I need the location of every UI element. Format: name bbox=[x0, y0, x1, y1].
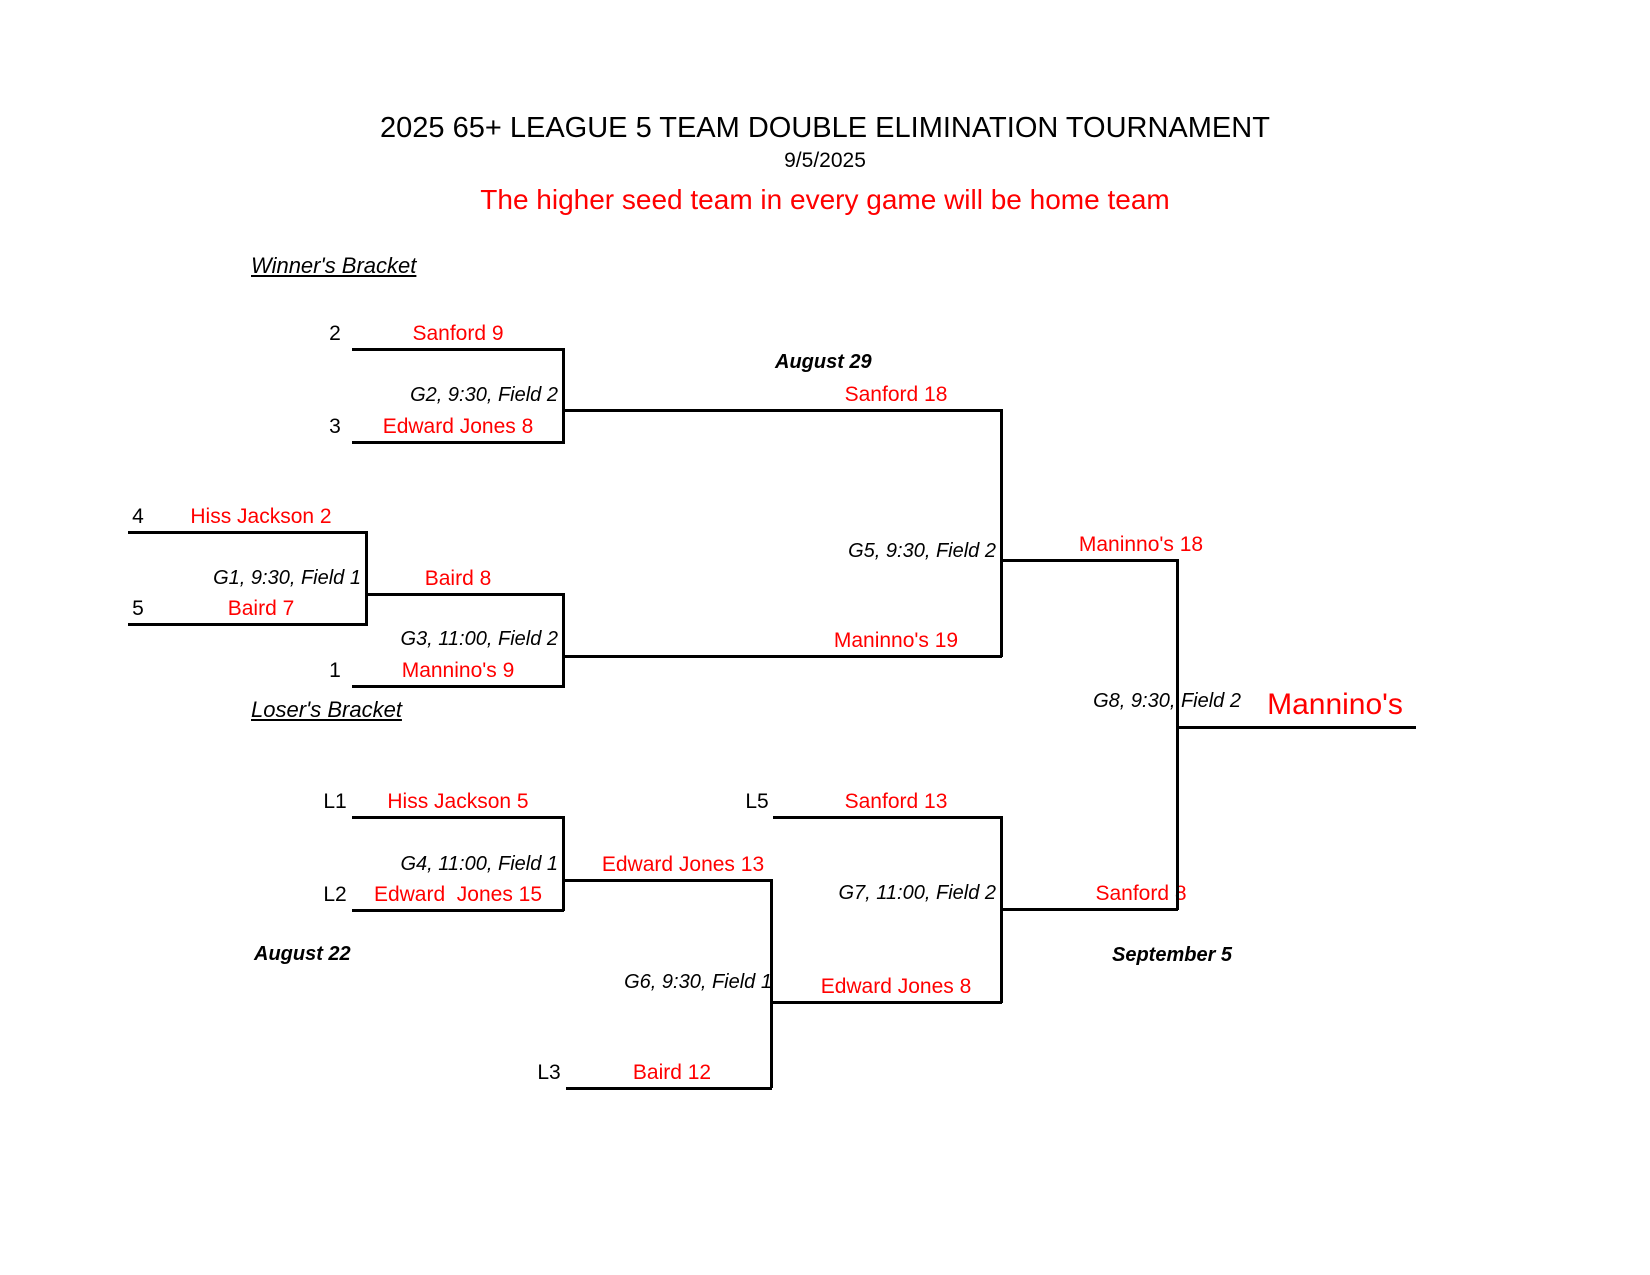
bracket-connector-g6 bbox=[770, 879, 773, 1088]
bracket-line-g4-top bbox=[352, 816, 564, 819]
team-g8-top: Maninno's 18 bbox=[1078, 533, 1204, 556]
bracket-connector-g8 bbox=[1176, 559, 1179, 910]
champion-label: Mannino's bbox=[1267, 688, 1403, 721]
team-g2-top: Sanford 9 bbox=[412, 322, 504, 345]
bracket-line-g5-top bbox=[562, 409, 1002, 412]
bracket-line-g1-bottom bbox=[128, 623, 367, 626]
game-label-g5: G5, 9:30, Field 2 bbox=[848, 540, 996, 562]
team-g6-bottom: Baird 12 bbox=[632, 1061, 712, 1084]
bracket-connector-g1 bbox=[365, 531, 368, 626]
bracket-line-g2-bottom bbox=[352, 441, 564, 444]
home-team-notice: The higher seed team in every game will … bbox=[480, 184, 1170, 215]
bracket-connector-g2 bbox=[562, 348, 565, 444]
page-title: 2025 65+ LEAGUE 5 TEAM DOUBLE ELIMINATIO… bbox=[380, 112, 1270, 144]
team-g4-top: Hiss Jackson 5 bbox=[387, 790, 529, 813]
game-label-g4: G4, 11:00, Field 1 bbox=[400, 853, 559, 875]
bracket-line-g7-top bbox=[773, 816, 1002, 819]
bracket-line-g8-top bbox=[1000, 559, 1178, 562]
bracket-connector-g4 bbox=[562, 816, 565, 911]
date-label-august-22: August 22 bbox=[254, 943, 351, 965]
bracket-line-g3-top bbox=[365, 593, 564, 596]
seed-g6-bottom: L3 bbox=[537, 1061, 561, 1084]
seed-g4-top: L1 bbox=[323, 790, 347, 813]
seed-g2-top: 2 bbox=[329, 322, 341, 345]
team-g7-bottom: Edward Jones 8 bbox=[820, 975, 972, 998]
team-g7-top: Sanford 13 bbox=[844, 790, 948, 813]
date-label-september-5: September 5 bbox=[1112, 944, 1233, 966]
bracket-connector-g3 bbox=[562, 593, 565, 688]
winners-bracket-heading: Winner's Bracket bbox=[251, 253, 417, 278]
bracket-line-g8-bottom bbox=[1000, 908, 1178, 911]
game-label-g7: G7, 11:00, Field 2 bbox=[838, 882, 997, 904]
team-g1-top: Hiss Jackson 2 bbox=[190, 505, 332, 528]
bracket-line-g1-top bbox=[128, 531, 367, 534]
tournament-date: 9/5/2025 bbox=[784, 149, 866, 172]
team-g8-bottom: Sanford 8 bbox=[1095, 882, 1187, 905]
bracket-connector-g7 bbox=[1000, 816, 1003, 1003]
game-label-g3: G3, 11:00, Field 2 bbox=[400, 628, 559, 650]
team-g4-bottom: Edward Jones 15 bbox=[373, 883, 543, 906]
team-g2-bottom: Edward Jones 8 bbox=[382, 415, 534, 438]
seed-g3-bottom: 1 bbox=[329, 659, 341, 682]
date-label-august-29: August 29 bbox=[775, 351, 872, 373]
team-g3-bottom: Mannino's 9 bbox=[401, 659, 515, 682]
seed-g1-top: 4 bbox=[132, 505, 144, 528]
bracket-line-g7-bottom bbox=[770, 1001, 1002, 1004]
team-g3-top: Baird 8 bbox=[424, 567, 492, 590]
bracket-line-g4-bottom bbox=[352, 909, 564, 912]
seed-g7-top: L5 bbox=[745, 790, 769, 813]
seed-g1-bottom: 5 bbox=[132, 597, 144, 620]
bracket-line-g2-top bbox=[352, 348, 564, 351]
losers-bracket-heading: Loser's Bracket bbox=[251, 697, 402, 722]
bracket-line-g6-top bbox=[562, 879, 772, 882]
bracket-line-champion bbox=[1176, 726, 1416, 729]
bracket-connector-g5 bbox=[1000, 409, 1003, 657]
team-g5-top: Sanford 18 bbox=[844, 383, 948, 406]
game-label-g1: G1, 9:30, Field 1 bbox=[213, 567, 361, 589]
seed-g4-bottom: L2 bbox=[323, 883, 347, 906]
bracket-line-g3-bottom bbox=[352, 685, 564, 688]
seed-g2-bottom: 3 bbox=[329, 415, 341, 438]
game-label-g2: G2, 9:30, Field 2 bbox=[410, 384, 558, 406]
team-g1-bottom: Baird 7 bbox=[227, 597, 295, 620]
bracket-line-g5-bottom bbox=[562, 655, 1002, 658]
bracket-line-g6-bottom bbox=[566, 1087, 772, 1090]
team-g6-top: Edward Jones 13 bbox=[601, 853, 765, 876]
game-label-g8: G8, 9:30, Field 2 bbox=[1093, 690, 1241, 712]
team-g5-bottom: Maninno's 19 bbox=[833, 629, 959, 652]
game-label-g6: G6, 9:30, Field 1 bbox=[624, 971, 772, 993]
